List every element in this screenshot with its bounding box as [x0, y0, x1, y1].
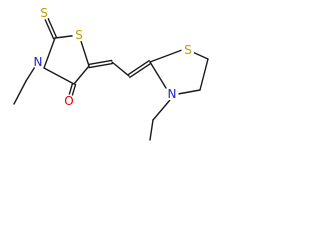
bond-methine-methine	[111, 61, 130, 77]
atom-label-layer: S S N O S N	[31, 6, 195, 108]
bond-layer	[13, 11, 209, 141]
atom-n-ring1: N	[31, 55, 45, 69]
bond-c5prime-c4prime	[199, 58, 209, 91]
atom-label-n-ring2: N	[168, 87, 177, 101]
bond-n-c2prime	[149, 61, 167, 89]
bond-ethyl-ch2-ch3-right	[149, 119, 154, 141]
bond-ethyl-ch2-ch3	[13, 80, 27, 105]
atom-label-n-ring1: N	[34, 55, 43, 69]
bond-c4-n3	[43, 67, 75, 85]
atom-label-s-ring1: S	[75, 28, 83, 42]
atom-s-ring1: S	[72, 28, 86, 42]
bond-n3-c2	[43, 37, 56, 69]
bond-n-ethyl-ch2	[152, 99, 171, 121]
bond-c5-methine-a	[88, 62, 113, 69]
atom-o-carbonyl: O	[62, 94, 76, 108]
atom-s-exocyclic: S	[37, 6, 51, 20]
atom-n-ring2: N	[165, 87, 179, 101]
bond-methine-c2prime-a	[129, 62, 152, 79]
bond-c5-c4	[73, 65, 90, 85]
bond-c2prime-s	[149, 49, 183, 63]
atom-label-s-exocyclic: S	[40, 6, 48, 20]
bond-c5-methine-b	[88, 59, 113, 66]
atom-s-ring2: S	[181, 43, 195, 57]
molecule-structure: S S N O S N	[13, 6, 209, 141]
bond-methine-c2prime-b	[127, 59, 150, 76]
bond-c4prime-n	[177, 89, 201, 95]
atom-label-o-carbonyl: O	[64, 94, 73, 108]
atom-label-s-ring2: S	[184, 43, 192, 57]
